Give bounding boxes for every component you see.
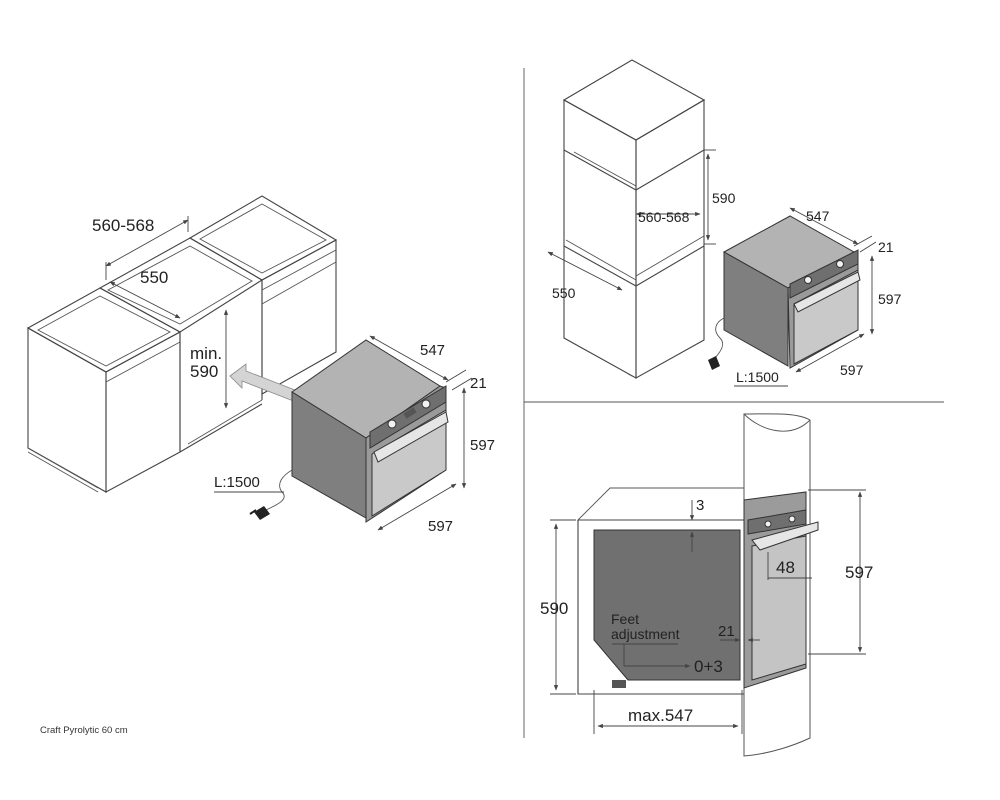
label-min-height: 590 xyxy=(190,362,218,381)
left-oven-dimensions xyxy=(214,335,473,531)
left-labels: 560-568 550 min. 590 xyxy=(92,216,222,381)
label-feet-value: 0+3 xyxy=(694,657,723,676)
left-oven-labels: 547 21 597 597 L:1500 xyxy=(214,342,495,535)
label-handle-depth: 48 xyxy=(776,558,795,577)
label-feet-1: Feet xyxy=(611,611,639,627)
label-front-thickness: 21 xyxy=(718,623,735,640)
section-view xyxy=(576,413,819,757)
insert-arrow-icon xyxy=(229,363,301,403)
label-oven-depth: 547 xyxy=(420,342,445,359)
label-oven-height: 597 xyxy=(845,563,873,582)
tall-cabinet-labels: 590 560-568 550 xyxy=(552,190,736,301)
power-cable xyxy=(265,469,293,511)
label-oven-width: 597 xyxy=(840,362,864,378)
left-cabinet xyxy=(26,195,338,493)
power-cable xyxy=(711,317,725,363)
label-top-gap: 3 xyxy=(696,497,704,514)
panel-dividers xyxy=(523,68,944,738)
section-dimensions xyxy=(550,489,866,734)
label-oven-height: 597 xyxy=(878,291,902,307)
label-cable-length: L:1500 xyxy=(214,474,260,491)
knob-icon xyxy=(836,260,844,268)
plug-icon xyxy=(254,506,270,520)
section-labels: 3 590 Feet adjustment 0+3 21 48 597 max.… xyxy=(540,497,873,725)
knob-icon xyxy=(804,276,812,284)
label-oven-width: 597 xyxy=(428,518,453,535)
left-oven xyxy=(249,339,449,523)
caption: Craft Pyrolytic 60 cm xyxy=(40,725,128,736)
knob-icon xyxy=(788,515,796,523)
label-oven-height: 597 xyxy=(470,437,495,454)
oven-body-section xyxy=(593,529,741,681)
label-niche-height: 590 xyxy=(540,599,568,618)
plug-icon xyxy=(708,356,720,370)
display-icon xyxy=(403,407,417,419)
top-right-oven-labels: 547 21 597 597 L:1500 xyxy=(736,208,902,385)
tall-cabinet-dimensions xyxy=(547,149,716,291)
label-niche-depth: 550 xyxy=(552,285,576,301)
label-niche-height: 590 xyxy=(712,190,736,206)
tall-cabinet xyxy=(562,59,706,379)
label-oven-depth: 547 xyxy=(806,208,830,224)
top-right-oven-dimensions xyxy=(734,207,877,387)
label-min: min. xyxy=(190,344,222,363)
knob-icon xyxy=(421,399,431,409)
label-width-range: 560-568 xyxy=(92,216,154,235)
label-feet-2: adjustment xyxy=(611,626,680,642)
label-niche-width: 560-568 xyxy=(638,209,690,225)
label-front-thickness: 21 xyxy=(878,239,894,255)
oven-foot xyxy=(612,680,626,688)
label-front-thickness: 21 xyxy=(470,375,487,392)
label-depth: 550 xyxy=(140,268,168,287)
top-right-oven xyxy=(708,215,861,370)
label-max-depth: max.547 xyxy=(628,706,693,725)
oven-handle-section xyxy=(751,521,819,551)
knob-icon xyxy=(387,419,397,429)
label-cable-length: L:1500 xyxy=(736,369,779,385)
knob-icon xyxy=(764,520,772,528)
